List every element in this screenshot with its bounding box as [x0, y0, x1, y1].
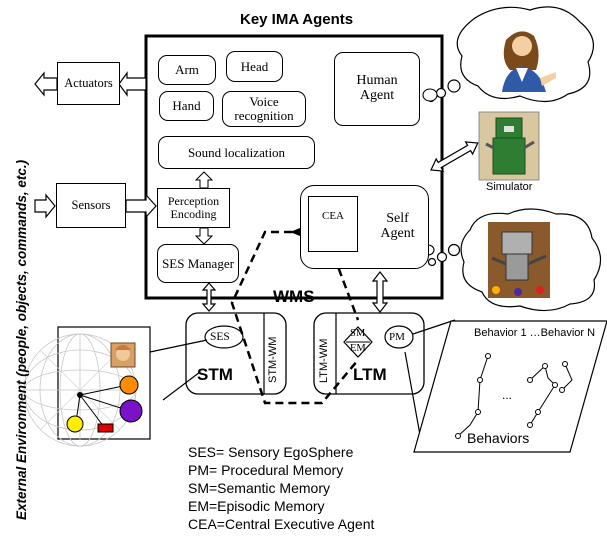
human-bubble-1	[422, 88, 438, 102]
ltm-wm-label: LTM-WM	[318, 338, 330, 383]
arm-agent: Arm	[158, 55, 216, 85]
perception-encoding-box: Perception Encoding	[157, 188, 230, 228]
orange-ball	[119, 375, 139, 395]
actuators-box: Actuators	[57, 62, 120, 105]
purple-ball	[119, 399, 143, 423]
cea-loop	[230, 230, 359, 405]
legend-item: PM= Procedural Memory	[188, 462, 344, 478]
sensor-arrow	[125, 193, 157, 219]
simulator-photo	[478, 111, 540, 181]
stm-wm-label: STM-WM	[267, 336, 279, 383]
actuator-arrow	[118, 71, 147, 97]
env-out-arrow	[34, 71, 58, 97]
ses-label: SES	[210, 331, 230, 343]
sound-localization-agent: Sound localization	[158, 136, 315, 169]
external-environment-label: External Environment (people, objects, c…	[14, 159, 29, 520]
self-sim-arrow	[430, 141, 479, 172]
simulator-label: Simulator	[486, 181, 533, 193]
cea-box: CEA	[308, 196, 358, 252]
self-agent-label: Self Agent	[380, 211, 415, 241]
hand-agent: Hand	[159, 91, 214, 121]
red-block	[97, 423, 114, 433]
ses-ellipse	[204, 325, 244, 349]
pm-ellipse	[384, 325, 414, 349]
abbreviation-legend: SES= Sensory EgoSphere PM= Procedural Me…	[188, 443, 374, 533]
head-agent: Head	[226, 51, 283, 82]
em-label: EM	[350, 343, 366, 354]
diagram-title: Key IMA Agents	[240, 11, 354, 28]
pm-label: PM	[389, 331, 405, 343]
person-icon	[502, 31, 556, 92]
ses-stm-arrow	[201, 282, 217, 312]
env-in-arrow	[34, 193, 56, 219]
robot-photo	[488, 222, 550, 298]
ses-manager-agent: SES Manager	[157, 244, 239, 283]
behaviors-panel	[413, 320, 607, 453]
legend-item: EM=Episodic Memory	[188, 498, 325, 514]
legend-item: CEA=Central Executive Agent	[188, 516, 375, 532]
wms-label: WMS	[273, 287, 315, 306]
ltm-label: LTM	[353, 365, 387, 384]
stm-label: STM	[197, 365, 233, 384]
perception-up-arrow	[194, 171, 214, 189]
perception-down-arrow	[194, 227, 214, 245]
legend-item: SES= Sensory EgoSphere	[188, 444, 354, 460]
legend-item: SM=Semantic Memory	[188, 480, 330, 496]
sm-label: SM	[350, 328, 366, 339]
human-agent: Human Agent	[334, 52, 420, 126]
behaviors-header: Behavior 1 …Behavior N	[474, 327, 596, 339]
sensors-box: Sensors	[56, 183, 126, 228]
voice-recognition-agent: Voice recognition	[222, 91, 306, 127]
behaviors-label: Behaviors	[467, 430, 530, 446]
self-ltm-arrow	[371, 271, 389, 313]
behaviors-ellipsis: ...	[502, 388, 513, 402]
yellow-ball	[66, 415, 84, 433]
